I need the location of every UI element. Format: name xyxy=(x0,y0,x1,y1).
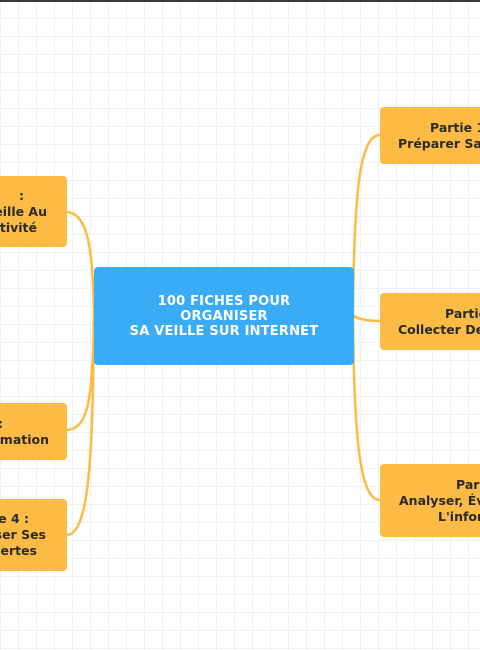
branch-left-3[interactable]: e 4 : ser Ses vertes xyxy=(0,499,67,571)
branch-right-2[interactable]: Partie Collecter De xyxy=(380,293,480,350)
connector-right-1 xyxy=(351,133,382,317)
central-topic[interactable]: 100 FICHES POUR ORGANISER SA VEILLE SUR … xyxy=(94,267,354,365)
branch-right-3-line-3: L'infor xyxy=(438,508,480,524)
branch-right-1-line-2: Préparer Sa xyxy=(398,135,480,151)
branch-left-3-line-3: vertes xyxy=(0,543,37,558)
branch-right-1-line-1: Partie 1 xyxy=(430,119,480,135)
branch-left-2[interactable]: : rmation xyxy=(0,403,67,460)
connector-right-3 xyxy=(351,313,382,502)
branch-left-2-line-1: : xyxy=(0,416,3,432)
branch-left-1-line-1: : xyxy=(19,187,24,203)
connector-left-2 xyxy=(64,313,96,432)
central-topic-line-1: 100 FICHES POUR xyxy=(157,293,291,309)
branch-left-1-line-2: eille Au xyxy=(0,203,47,219)
branch-left-3-line-1: e 4 : xyxy=(0,511,29,526)
branch-left-1-line-3: ctivité xyxy=(0,219,37,235)
branch-right-2-line-2: Collecter De xyxy=(398,321,480,337)
canvas-top-border xyxy=(0,0,480,2)
connector-left-1 xyxy=(64,210,96,317)
connector-right-2 xyxy=(351,313,382,323)
branch-left-1[interactable]: : eille Au ctivité xyxy=(0,176,67,247)
branch-right-3-line-1: Par xyxy=(456,476,480,492)
branch-left-3-line-2: ser Ses xyxy=(0,527,46,542)
central-topic-line-3: SA VEILLE SUR INTERNET xyxy=(129,323,319,339)
branch-right-3[interactable]: Par Analyser, Év L'infor xyxy=(380,464,480,537)
branch-right-1[interactable]: Partie 1 Préparer Sa xyxy=(380,107,480,164)
branch-right-3-line-2: Analyser, Év xyxy=(399,492,480,508)
branch-left-2-line-2: rmation xyxy=(0,431,49,447)
central-topic-line-2: ORGANISER xyxy=(180,308,268,324)
connector-left-3 xyxy=(64,313,96,537)
branch-right-2-line-1: Partie xyxy=(445,305,480,321)
